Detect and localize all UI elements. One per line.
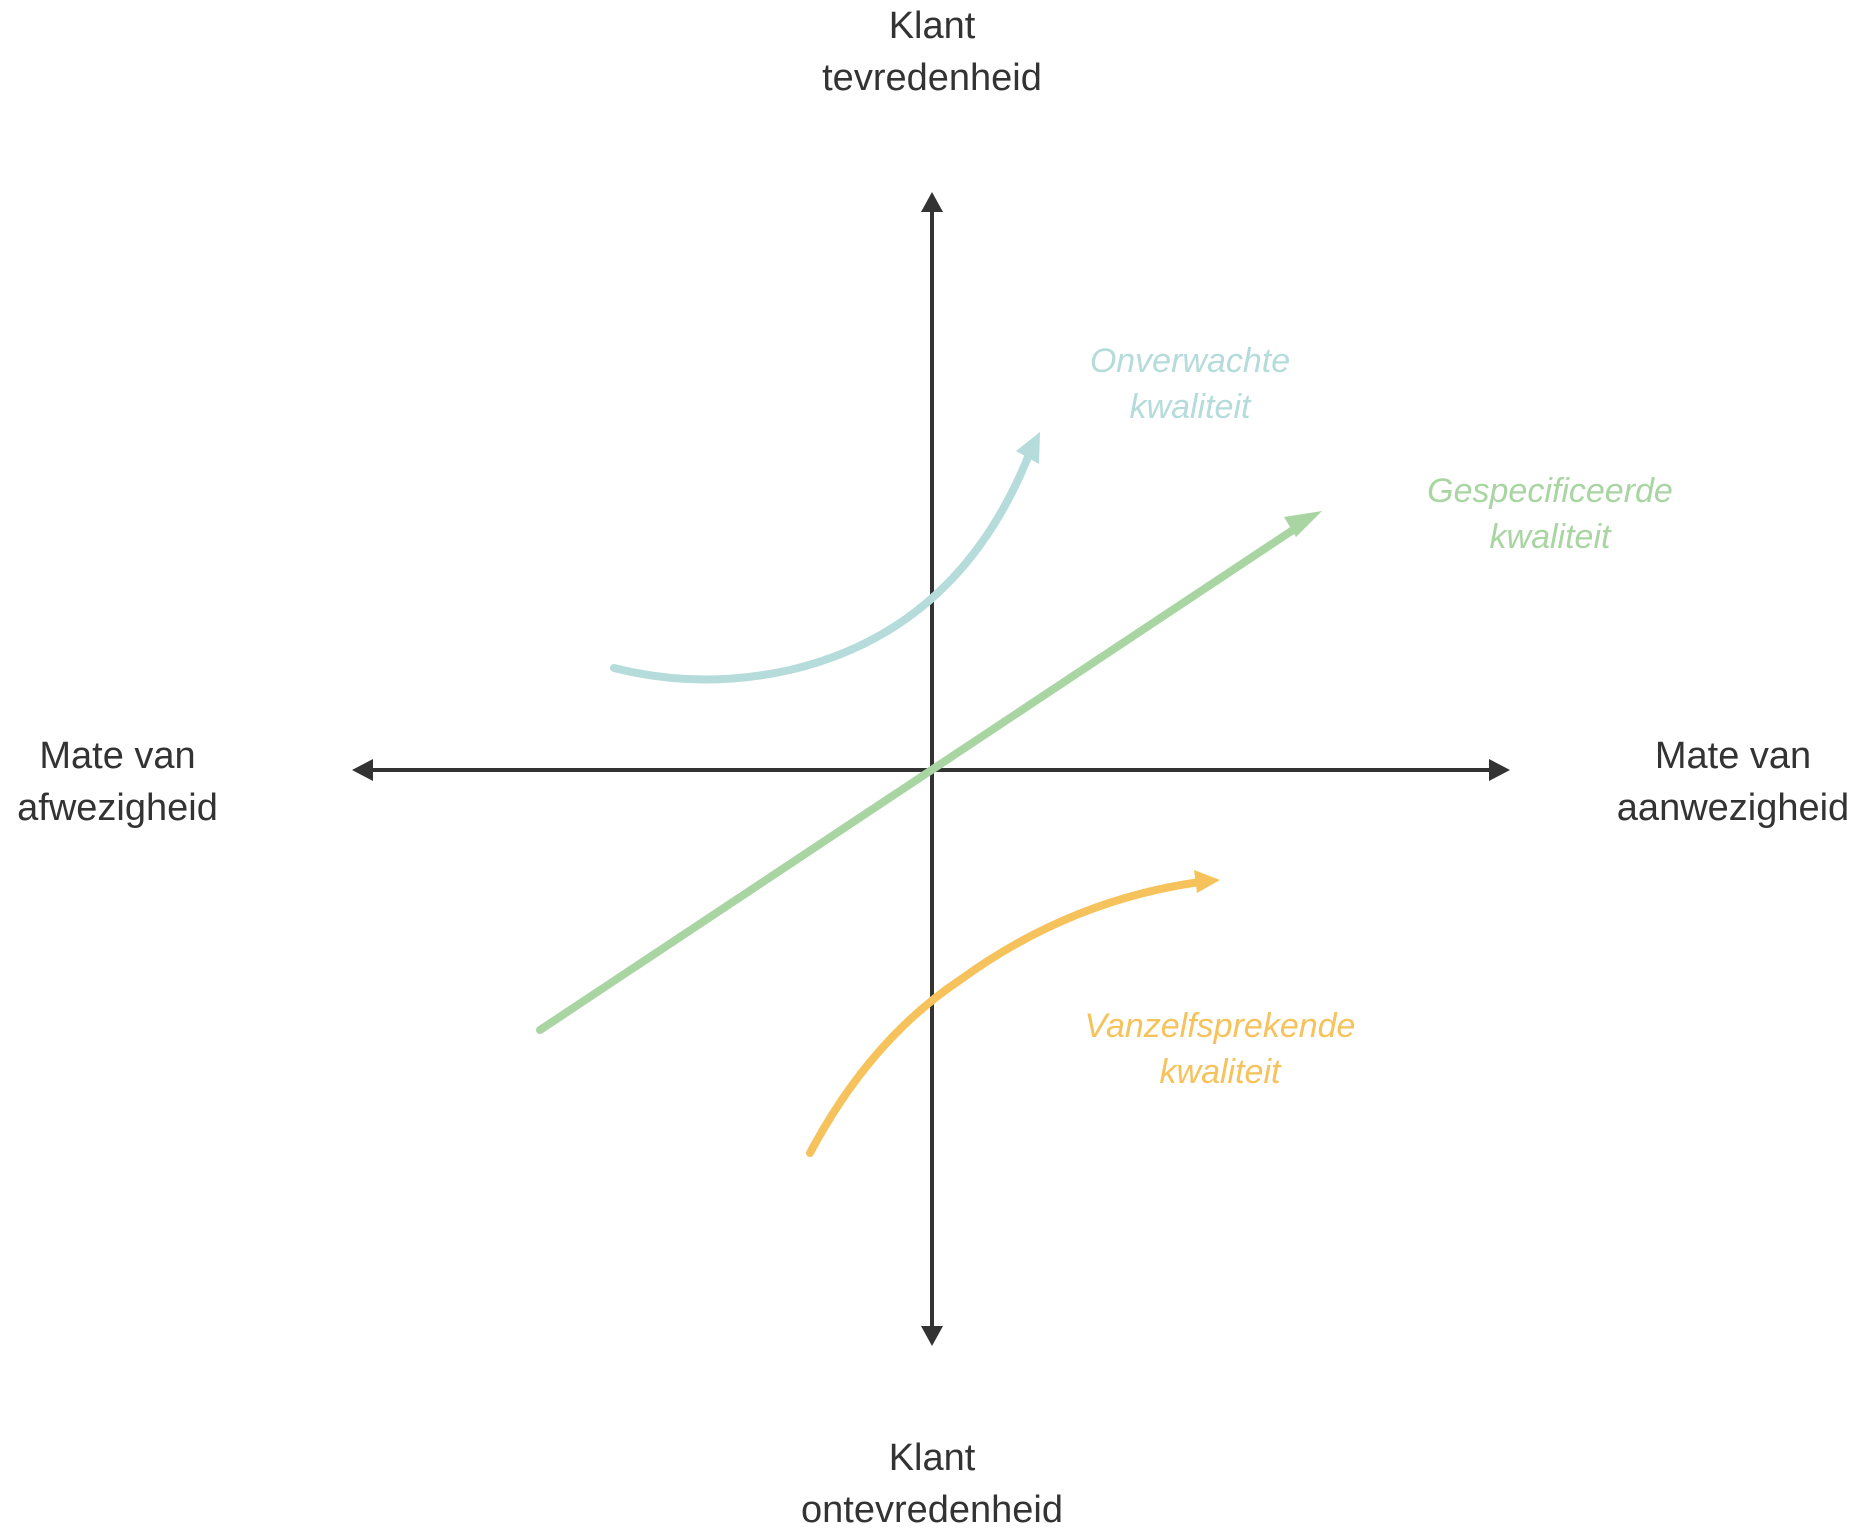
- unexpected-label-line1: Onverwachte: [1089, 342, 1291, 380]
- expected-label-line2: kwaliteit: [1159, 1053, 1281, 1091]
- axis-label-presence: Mate van aanwezigheid: [1598, 730, 1868, 834]
- axis-label-bottom-line2: ontevredenheid: [801, 1489, 1063, 1531]
- axis-label-customer-satisfaction: Klant tevredenheid: [732, 0, 1132, 104]
- axis-label-right-line2: aanwezigheid: [1616, 787, 1850, 829]
- vertical-axis-arrow-up: [921, 192, 943, 212]
- axis-label-left-line2: afwezigheid: [17, 787, 218, 829]
- curve-label-expected-quality: Vanzelfsprekende kwaliteit: [1040, 1003, 1400, 1095]
- curve-label-specified-quality: Gespecificeerde kwaliteit: [1370, 468, 1730, 560]
- axis-label-top-line2: tevredenheid: [822, 57, 1042, 99]
- unexpected-quality-curve: [610, 448, 1034, 684]
- axis-label-right-line1: Mate van: [1654, 735, 1812, 777]
- expected-quality-arrowhead: [1194, 870, 1220, 893]
- curve-label-unexpected-quality: Onverwachte kwaliteit: [1030, 338, 1350, 430]
- unexpected-quality-arrowhead: [1016, 432, 1040, 464]
- unexpected-label-line2: kwaliteit: [1129, 388, 1251, 426]
- expected-label-line1: Vanzelfsprekende: [1084, 1007, 1356, 1045]
- axis-label-absence: Mate van afwezigheid: [0, 730, 235, 834]
- axis-label-bottom-line1: Klant: [888, 1437, 976, 1479]
- specified-quality-arrowhead: [1284, 511, 1322, 537]
- specified-label-line1: Gespecificeerde: [1427, 472, 1673, 510]
- axis-label-top-line1: Klant: [888, 5, 976, 47]
- horizontal-axis-arrow-right: [1489, 759, 1510, 781]
- specified-quality-line: [536, 520, 1306, 1034]
- vertical-axis-arrow-down: [921, 1326, 943, 1346]
- axis-label-customer-dissatisfaction: Klant ontevredenheid: [732, 1432, 1132, 1536]
- expected-quality-curve: [806, 878, 1204, 1157]
- horizontal-axis-arrow-left: [352, 759, 373, 781]
- specified-label-line2: kwaliteit: [1489, 518, 1611, 556]
- axis-label-left-line1: Mate van: [39, 735, 196, 777]
